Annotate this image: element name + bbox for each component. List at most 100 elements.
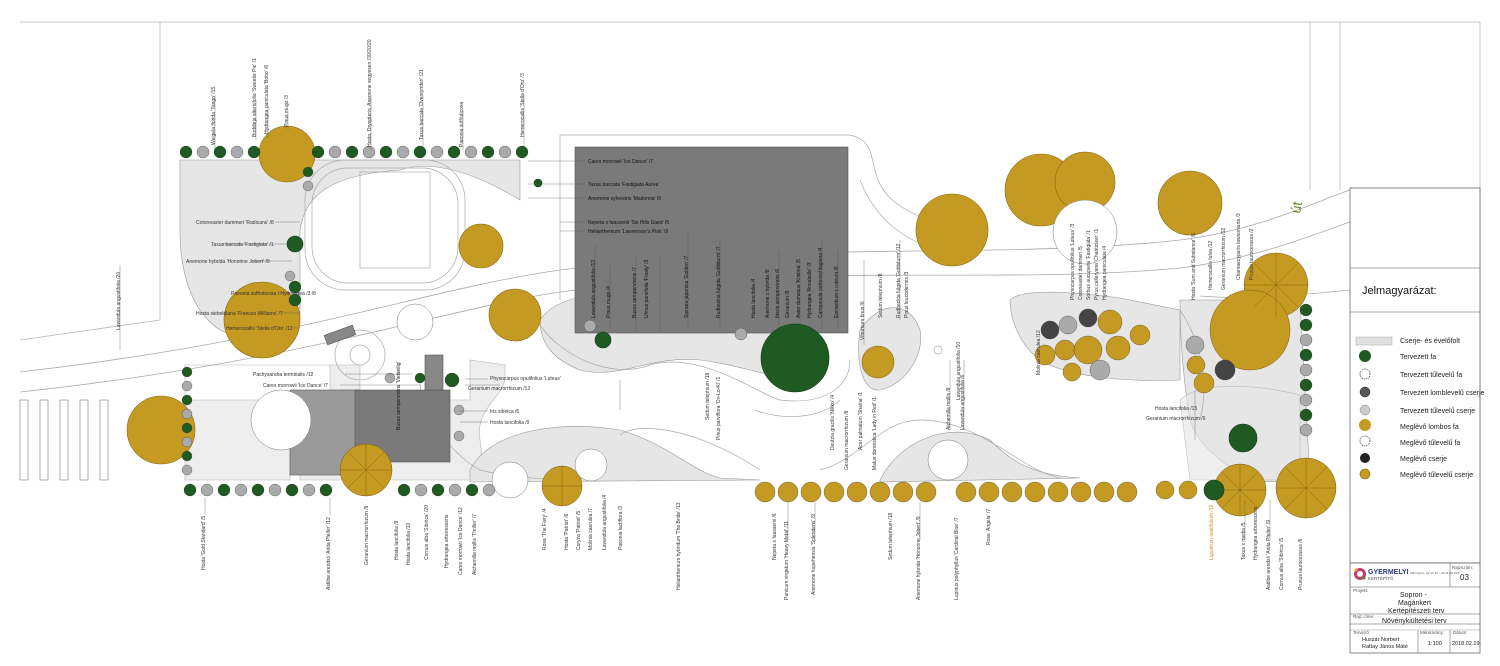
- outlined-trees: [250, 199, 1118, 499]
- legend-label: Meglévő tűlevelű fa: [1400, 440, 1460, 447]
- plant-label: Hemerocallis fulva /12: [1208, 241, 1214, 290]
- plant-label: Sorbus aucuparia 'Fastigiata' /1: [1086, 230, 1092, 300]
- plant-label: Viburnum tinus /6: [860, 301, 866, 340]
- plant-label: Paeonia lactiflora /3: [618, 506, 624, 550]
- plant-label: Anemone hupehensis 'Splendens' /9: [811, 514, 817, 595]
- plant-label: Astilbe arendsii 'Anita Pfeifer' /9: [1266, 520, 1272, 590]
- plant-label: Molinia caerulea /12: [1036, 330, 1042, 375]
- plant-label: Carex morrowii 'Ice Dance' /7: [588, 159, 653, 165]
- plant-label: Hydrangea 'Annabelle' /3: [807, 262, 813, 318]
- hedge-top: [179, 145, 529, 159]
- plant-label: Hemerocallis 'Stella d'Oro' /12: [226, 326, 293, 332]
- plant-label: Paeonia suffruticosa / Hydrangea /3 /8: [231, 291, 316, 297]
- plant-label: Physocarpus opulifolius 'Luteus' /3: [1070, 223, 1076, 300]
- plant-label: Nepeta x faassenii /6: [772, 513, 778, 560]
- plant-label: Panicum virgatum 'Heavy Metal' /11: [784, 521, 790, 600]
- plant-label: Paeonia suffruticosa: [459, 102, 465, 147]
- designer-1: Huszár Norbert: [1362, 637, 1400, 643]
- planned-tree: [594, 331, 612, 349]
- project-label: Projekt:: [1353, 588, 1368, 593]
- plant-label: Cotoneaster dammeri 'Radicans' /8: [196, 220, 274, 226]
- company-logo: GYERMELYI KERTÉPÍTŐ: [1354, 568, 1409, 581]
- legend-label: Meglévő tűlevelű cserje: [1400, 472, 1473, 479]
- plant-label: Hemerocallis 'Stella d'Oro' /3: [520, 73, 526, 137]
- plant-label: Buddleja alternifolia 'Sweetie Pie' /1: [252, 58, 258, 137]
- plant-label: Hydrangea arborescens: [444, 514, 450, 568]
- plant-label: Chamaecyparis lawsoniana /3: [1236, 213, 1242, 280]
- legend-label: Tervezett lomblevelű cserje: [1400, 390, 1485, 397]
- plant-label: Alchemilla mollis /8: [946, 387, 952, 430]
- plant-label: Iberis sempervirens /6: [775, 269, 781, 318]
- plant-label: Rudbeckia fulgida 'Goldsturm' /7: [716, 246, 722, 318]
- plant-label: Hosta 'Sum and Substance' /5: [1191, 233, 1197, 300]
- plant-label: Cornus alba 'Sibirica' /5: [1279, 538, 1285, 590]
- title-block: GYERMELYI KERTÉPÍTŐ 9400 Sopron, Ipar kr…: [1349, 562, 1482, 654]
- plant-label: Lavandula angustifolia /4: [602, 494, 608, 550]
- existing-tree: [126, 395, 196, 465]
- plant-label: Taxus x media /5: [1241, 522, 1247, 560]
- plant-label: Hosta sieboldiana 'Frances Williams' /7: [196, 311, 283, 317]
- planned-shrub-icon: [1359, 386, 1371, 398]
- plant-label: Pinus parviflora 'Ori-Lo-Ki' /1: [716, 376, 722, 440]
- plant-label: Cotoneaster dammeri /5: [1078, 246, 1084, 300]
- plant-label: Taxus baccata 'Overeynderi' /21: [419, 69, 425, 140]
- planned-conifer-shrub-icon: [1359, 404, 1371, 416]
- plant-label: Campanula portenschlagiana /4: [818, 247, 824, 318]
- plant-label: Sedum telephium /18: [888, 513, 894, 560]
- legend-title: Jelmagyarázat:: [1362, 285, 1437, 297]
- company-address: 9400 Sopron, Ipar krt. 30. / +36 30 000 …: [1410, 572, 1460, 575]
- plant-label-orange: Ligustrum ovalifolium /12: [1209, 504, 1215, 560]
- plant-label: Aster dumosus 'Kristina' /5: [796, 259, 802, 318]
- existing-tree: [915, 193, 989, 267]
- drawing-title: Növénykiültetési terv: [1382, 618, 1447, 625]
- main-building: [574, 146, 849, 334]
- plant-label: Geranium macrorrhizum /12: [468, 386, 530, 392]
- designer-label: Tervező:: [1353, 630, 1370, 635]
- road-label: út: [1287, 200, 1305, 214]
- plant-label: Hydrangea paniculata /4: [1102, 246, 1108, 300]
- company-sub: KERTÉPÍTŐ: [1368, 575, 1394, 581]
- labels-top: Weigela florida 'Tango' /15 Buddleja alt…: [211, 39, 526, 147]
- shrub-clusters: [284, 166, 1236, 442]
- existing-tree: [223, 281, 301, 359]
- plant-label: Geranium macrorrhizum /8: [844, 410, 850, 470]
- conifer-spikes: [340, 253, 1336, 518]
- project-line-2: Magánkert: [1398, 600, 1431, 607]
- plant-label: Lavandula angustifolia /12: [591, 260, 597, 318]
- parking-stripes: [19, 399, 109, 481]
- plant-label: Lavandula angustifolia /6: [960, 374, 966, 430]
- plant-label: Pachysandra terminalis /12: [253, 372, 314, 378]
- sheet-label: Rajzszám:: [1452, 565, 1473, 570]
- plant-label: Taxus baccata 'Fastigiata Aurea': [588, 182, 659, 188]
- plant-label: Taxus baccata 'Fastigiata' /1: [211, 242, 274, 248]
- bed-swatch-icon: [1355, 336, 1393, 346]
- plant-label: Pyrus calleryana 'Chanticleer' /1: [1094, 229, 1100, 300]
- plant-label: Helianthemum hybridum 'The Bride' /13: [676, 502, 682, 590]
- plant-label: Lavandula angustifolia /20: [116, 272, 122, 330]
- legend-panel: Jelmagyarázat: Cserje- és évelőfolt Terv…: [1349, 187, 1485, 564]
- drawing-label: Rajz címe:: [1353, 614, 1374, 619]
- plant-label: Prunus laurocerasus /2: [1249, 228, 1255, 280]
- plant-label: Hosta 'Gold Standard' /5: [201, 516, 207, 570]
- existing-conifer-shrub-icon: [1359, 468, 1371, 480]
- plant-label: Deutzia gracilis 'Nikko' /4: [830, 395, 836, 450]
- plant-label: Lavandula angustifolia /10: [956, 342, 962, 400]
- outline-tree: [396, 303, 434, 341]
- outline-tree: [1052, 199, 1118, 265]
- outline-tree: [574, 448, 608, 482]
- planned-tree-icon: [1359, 350, 1371, 362]
- outline-tree: [927, 439, 969, 481]
- plant-label: Rudbeckia fulgida 'Goldsturm' /12: [896, 243, 902, 318]
- planned-tree: [533, 178, 543, 188]
- plant-label: Hosta lancifolia /15: [1155, 406, 1197, 412]
- project-line-3: Kertépítészeti terv: [1388, 608, 1445, 615]
- date-value: 2018.02.19.: [1452, 641, 1482, 647]
- existing-tree: [861, 345, 895, 379]
- plant-label: Geranium /9: [785, 290, 791, 318]
- leader-lines: [119, 95, 1271, 540]
- plant-label: Cornus alba 'Sibirica' /20: [424, 505, 430, 560]
- plant-label: Carex morrowii 'Ice Dance' /12: [458, 507, 464, 575]
- legend-label: Tervezett fa: [1400, 354, 1436, 361]
- plant-label: Hosta 'Patriot' /6: [564, 513, 570, 550]
- plant-label: Rosa 'Angela' /7: [986, 509, 992, 545]
